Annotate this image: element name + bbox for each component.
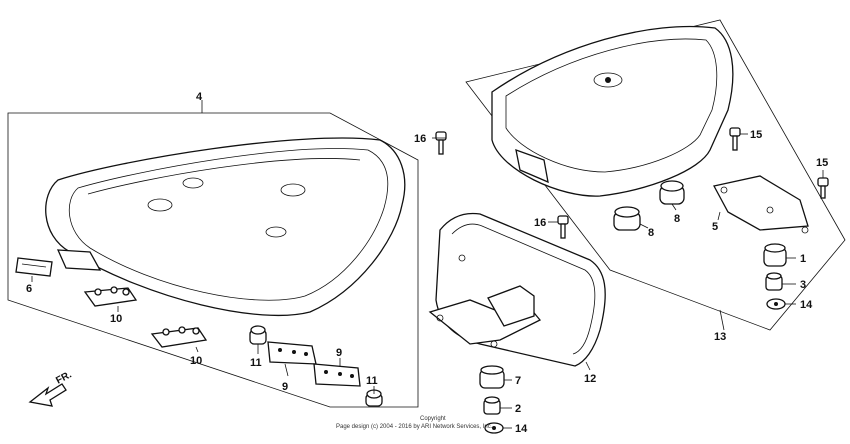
- mount-rubber-part[interactable]: [479, 365, 505, 389]
- callout-15a: 15: [750, 129, 762, 141]
- bracket-part[interactable]: [713, 175, 809, 234]
- callout-14a: 14: [800, 299, 813, 311]
- callout-12: 12: [584, 373, 596, 385]
- trim-strip-part[interactable]: [15, 257, 53, 277]
- bolt-part-16-lower[interactable]: [557, 215, 569, 239]
- callout-10b: 10: [190, 355, 202, 367]
- cushion-part-upper[interactable]: [659, 180, 685, 205]
- callout-7: 7: [515, 375, 521, 387]
- callout-14b: 14: [515, 423, 528, 435]
- callout-11a: 11: [250, 357, 262, 369]
- copyright-line-1: Copyright: [420, 416, 446, 422]
- backrest-frame-part[interactable]: [428, 212, 606, 367]
- washer-part-right[interactable]: [766, 298, 786, 310]
- callout-9b: 9: [336, 347, 342, 359]
- callout-9a: 9: [282, 381, 288, 393]
- callout-11b: 11: [366, 375, 378, 387]
- cushion-part-lower[interactable]: [613, 206, 641, 231]
- front-arrow-label: FR.: [54, 369, 74, 386]
- callout-13: 13: [714, 331, 726, 343]
- collar-part[interactable]: [765, 272, 783, 291]
- callout-6: 6: [26, 283, 32, 295]
- callout-8b: 8: [648, 227, 654, 239]
- seat-group-outline: [7, 112, 419, 408]
- copyright-line-2: Page design (c) 2004 - 2016 by ARI Netwo…: [336, 424, 493, 430]
- callout-5: 5: [712, 221, 718, 233]
- callout-10a: 10: [110, 313, 122, 325]
- callout-2: 2: [515, 403, 521, 415]
- clamp-part-lower[interactable]: [150, 326, 208, 348]
- rubber-block-right[interactable]: [313, 363, 361, 387]
- callout-16a: 16: [414, 133, 426, 145]
- callout-16b: 16: [534, 217, 546, 229]
- bolt-part-15-right[interactable]: [817, 177, 829, 199]
- bolt-part-15-upper[interactable]: [729, 127, 741, 151]
- spacer-part[interactable]: [483, 396, 501, 415]
- seat-assembly-group: [7, 100, 419, 408]
- rubber-block-left[interactable]: [267, 341, 317, 365]
- seat-cushion[interactable]: [45, 137, 406, 317]
- front-arrow-icon: FR.: [28, 369, 74, 407]
- rubber-mount-part[interactable]: [763, 243, 787, 267]
- callout-15b: 15: [816, 157, 828, 169]
- rear-pad[interactable]: [491, 25, 734, 197]
- backrest-assembly-group: [465, 19, 846, 331]
- callout-8a: 8: [674, 213, 680, 225]
- bolt-part-16-upper[interactable]: [435, 131, 447, 155]
- leader-lines: [117, 133, 824, 429]
- callout-1: 1: [800, 253, 806, 265]
- callout-3: 3: [800, 279, 806, 291]
- clamp-part-upper[interactable]: [83, 286, 138, 307]
- grommet-part-upper[interactable]: [249, 325, 267, 345]
- callout-4: 4: [196, 91, 203, 103]
